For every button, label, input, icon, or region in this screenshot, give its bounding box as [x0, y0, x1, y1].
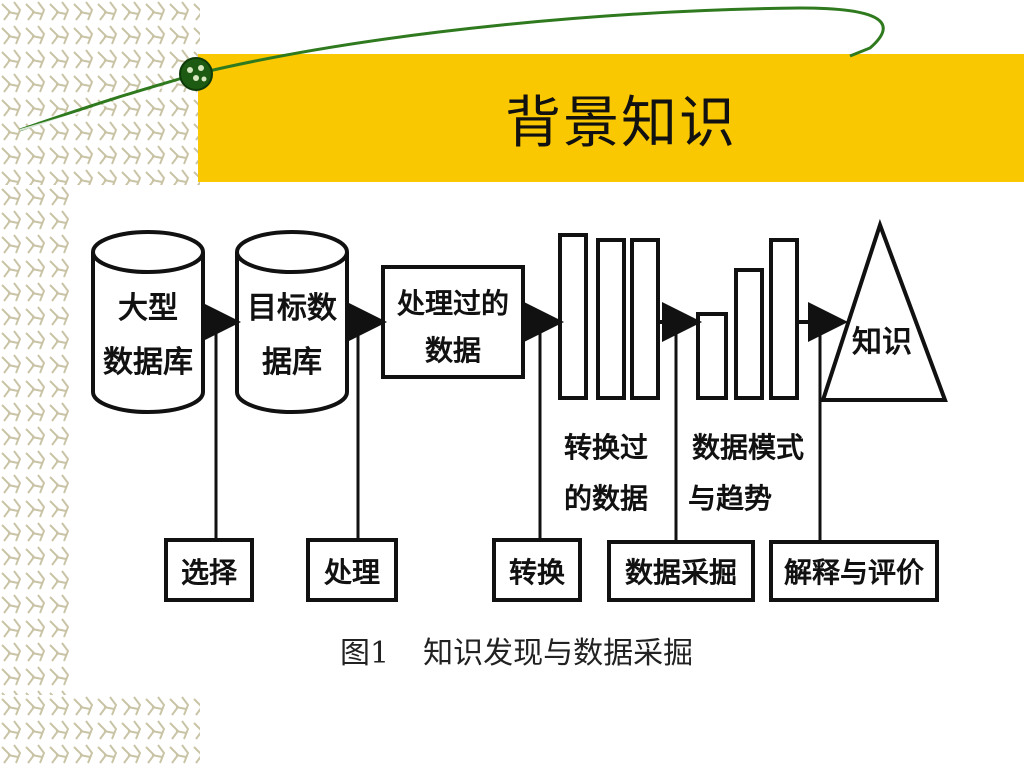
transformed-data-bars: 转换过 的数据 [558, 233, 660, 515]
step-transform: 转换 [492, 538, 582, 602]
knowledge-label: 知识 [852, 325, 912, 360]
figure-caption: 图1 知识发现与数据采掘 [340, 628, 760, 672]
step-mining: 数据采掘 [607, 540, 755, 602]
target-database-label-2: 据库 [262, 345, 322, 380]
step-select: 选择 [164, 538, 254, 602]
transformed-data-label-2: 的数据 [564, 482, 648, 515]
decorative-pattern-left [0, 185, 72, 695]
step-process: 处理 [306, 538, 398, 602]
slide-title: 背景知识 [505, 90, 737, 156]
large-database-label-2: 数据库 [103, 345, 193, 380]
step-select-label: 选择 [181, 556, 238, 589]
processed-data-box: 处理过的 数据 [381, 265, 525, 379]
transformed-data-label-1: 转换过 [564, 431, 648, 464]
swoosh-decoration [19, 6, 885, 132]
decorative-pattern-bottom [0, 695, 200, 768]
title-band [198, 54, 1024, 182]
step-transform-label: 转换 [509, 556, 566, 589]
processed-data-label-1: 处理过的 [396, 287, 509, 320]
knowledge-triangle: 知识 [820, 218, 948, 402]
patterns-trends-label-2: 与趋势 [688, 482, 772, 515]
step-mining-label: 数据采掘 [625, 556, 737, 589]
patterns-trends-bars: 数据模式 与趋势 [688, 238, 804, 515]
large-database-cylinder: 大型 数据库 [91, 230, 205, 414]
decorative-pattern-top [0, 0, 200, 185]
processed-data-label-2: 数据 [425, 334, 481, 367]
step-interpret-label: 解释与评价 [784, 556, 925, 589]
step-connectors [214, 322, 822, 542]
figure-caption-text: 知识发现与数据采掘 [423, 636, 694, 671]
patterns-trends-label-1: 数据模式 [692, 431, 804, 464]
step-process-label: 处理 [323, 556, 380, 589]
figure-number: 图1 [340, 636, 390, 671]
target-database-cylinder: 目标数 据库 [235, 230, 349, 414]
large-database-label-1: 大型 [118, 291, 178, 326]
kdd-process-diagram: 大型 数据库 目标数 据库 处理过的 数据 转换过 的数据 [91, 218, 948, 602]
step-interpret: 解释与评价 [769, 540, 939, 602]
target-database-label-1: 目标数 [247, 291, 338, 326]
